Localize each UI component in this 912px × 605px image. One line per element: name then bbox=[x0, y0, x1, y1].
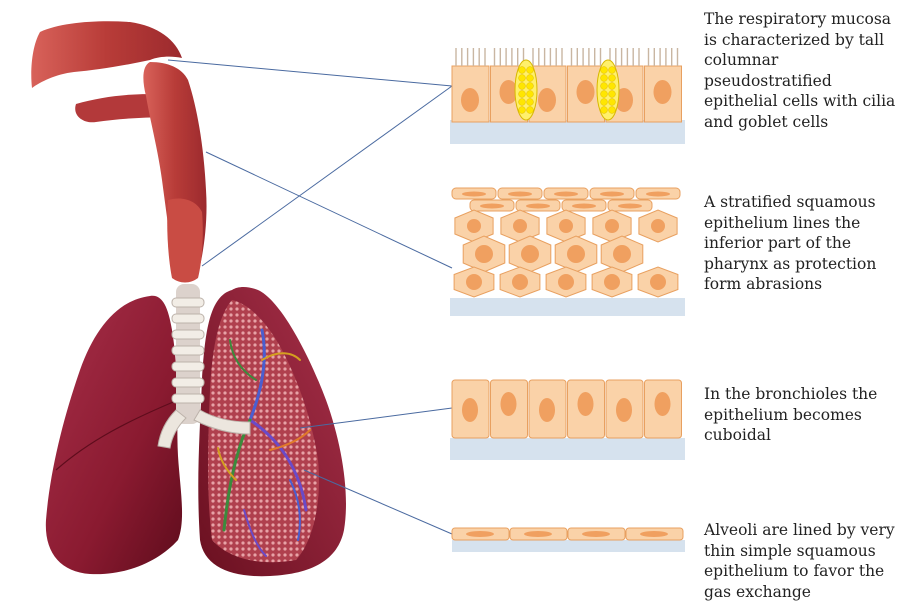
basement-membrane bbox=[450, 120, 685, 144]
nucleus bbox=[521, 245, 539, 263]
nucleus bbox=[650, 274, 666, 290]
mucus-granule bbox=[609, 83, 616, 90]
nucleus bbox=[480, 204, 504, 209]
caption-bronchioles: In the bronchioles the epithelium become… bbox=[704, 384, 909, 446]
mucus-granule bbox=[601, 99, 608, 106]
mucus-granule bbox=[527, 75, 534, 82]
simple-squamous-panel bbox=[452, 528, 685, 552]
basement-membrane bbox=[450, 298, 685, 316]
nucleus bbox=[467, 219, 481, 233]
mucus-granule bbox=[601, 75, 608, 82]
nucleus bbox=[640, 531, 668, 537]
cuboidal-epithelium-panel bbox=[450, 380, 685, 460]
respiratory-tract-illustration bbox=[31, 21, 346, 576]
mucus-granule bbox=[519, 67, 526, 74]
nucleus bbox=[554, 192, 578, 197]
pseudostratified-epithelium-panel bbox=[450, 48, 685, 144]
caption-respiratory-mucosa: The respiratory mucosa is characterized … bbox=[704, 9, 909, 132]
nucleus bbox=[462, 398, 478, 422]
mucus-granule bbox=[601, 91, 608, 98]
leader-line-nasal bbox=[168, 60, 452, 86]
nucleus bbox=[539, 398, 555, 422]
caption-alveoli: Alveoli are lined by very thin simple sq… bbox=[704, 520, 909, 602]
goblet-cell bbox=[597, 60, 619, 120]
mucus-granule bbox=[519, 91, 526, 98]
nucleus bbox=[616, 398, 632, 422]
mucus-granule bbox=[609, 107, 616, 114]
nucleus bbox=[526, 204, 550, 209]
nucleus bbox=[466, 531, 494, 537]
nucleus bbox=[538, 88, 556, 112]
leader-line-pharynx bbox=[206, 152, 452, 268]
mucus-granule bbox=[601, 107, 608, 114]
goblet-cell bbox=[515, 60, 537, 120]
leader-line-pharynx-upper bbox=[202, 86, 452, 266]
nucleus bbox=[651, 219, 665, 233]
mucus-granule bbox=[527, 99, 534, 106]
nucleus bbox=[512, 274, 528, 290]
nucleus bbox=[508, 192, 532, 197]
nucleus bbox=[558, 274, 574, 290]
stratified-squamous-panel bbox=[450, 188, 685, 316]
mucus-granule bbox=[609, 67, 616, 74]
nucleus bbox=[567, 245, 585, 263]
mucus-granule bbox=[527, 67, 534, 74]
nucleus bbox=[604, 274, 620, 290]
nucleus bbox=[466, 274, 482, 290]
nucleus bbox=[618, 204, 642, 209]
mucus-granule bbox=[519, 75, 526, 82]
mucus-granule bbox=[527, 83, 534, 90]
nucleus bbox=[654, 80, 672, 104]
mucus-granule bbox=[609, 91, 616, 98]
mucus-granule bbox=[609, 99, 616, 106]
nucleus bbox=[655, 392, 671, 416]
nucleus bbox=[605, 219, 619, 233]
nucleus bbox=[577, 80, 595, 104]
caption-pharynx: A stratified squamous epithelium lines t… bbox=[704, 192, 909, 295]
mucus-granule bbox=[527, 91, 534, 98]
mucus-granule bbox=[519, 99, 526, 106]
mucus-granule bbox=[519, 83, 526, 90]
nucleus bbox=[578, 392, 594, 416]
tracheal-cartilage-rings bbox=[172, 298, 204, 403]
nucleus bbox=[524, 531, 552, 537]
nucleus bbox=[475, 245, 493, 263]
nucleus bbox=[559, 219, 573, 233]
larynx bbox=[167, 199, 203, 283]
basement-membrane bbox=[452, 540, 685, 552]
nucleus bbox=[513, 219, 527, 233]
mucus-granule bbox=[601, 67, 608, 74]
nucleus bbox=[600, 192, 624, 197]
nucleus bbox=[572, 204, 596, 209]
basement-membrane bbox=[450, 438, 685, 460]
mucus-granule bbox=[601, 83, 608, 90]
nucleus bbox=[582, 531, 610, 537]
nucleus bbox=[462, 192, 486, 197]
nucleus bbox=[646, 192, 670, 197]
nucleus bbox=[461, 88, 479, 112]
nucleus bbox=[613, 245, 631, 263]
nucleus bbox=[501, 392, 517, 416]
mucus-granule bbox=[609, 75, 616, 82]
mucus-granule bbox=[527, 107, 534, 114]
mucus-granule bbox=[519, 107, 526, 114]
